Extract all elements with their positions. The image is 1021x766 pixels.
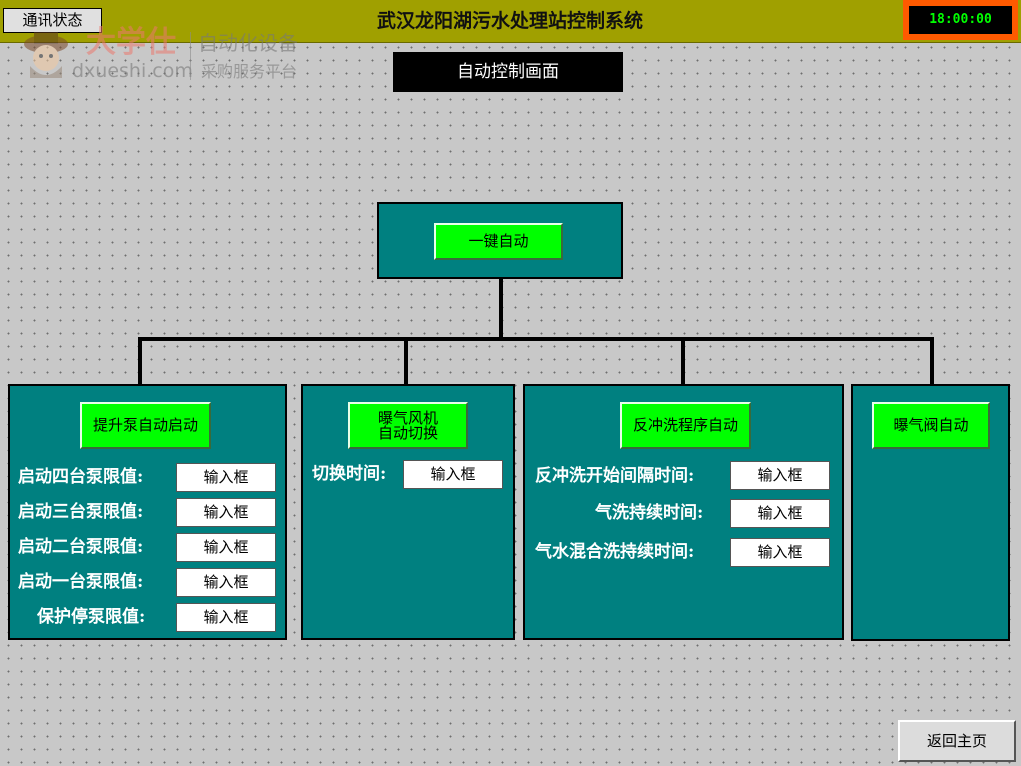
aeration-fan-panel: 曝气风机 自动切换 切换时间: 输入框 xyxy=(301,384,515,640)
lift-pump-label-4: 启动四台泵限值: xyxy=(18,467,144,487)
watermark-divider xyxy=(190,32,191,80)
connector-horizontal-bus xyxy=(138,337,934,341)
aeration-valve-panel: 曝气阀自动 xyxy=(851,384,1010,641)
aeration-fan-button-line2: 自动切换 xyxy=(377,423,438,442)
lift-pump-input-stop[interactable]: 输入框 xyxy=(176,603,276,632)
watermark-tag1: 自动化设备 xyxy=(198,31,298,55)
air-water-wash-duration-label: 气水混合洗持续时间: xyxy=(535,542,695,562)
watermark-logo xyxy=(24,32,68,78)
connector-drop-aeration-fan xyxy=(404,337,408,386)
connector-drop-aeration-valve xyxy=(930,337,934,386)
lift-pump-input-2[interactable]: 输入框 xyxy=(176,533,276,562)
air-wash-duration-input[interactable]: 输入框 xyxy=(730,499,830,528)
switch-time-label: 切换时间: xyxy=(312,464,387,484)
backwash-auto-button[interactable]: 反冲洗程序自动 xyxy=(620,402,751,449)
watermark-url: dxueshi.com xyxy=(72,60,193,82)
clock-frame: 18:00:00 xyxy=(903,0,1018,40)
connector-drop-backwash xyxy=(681,337,685,386)
lift-pump-label-1: 启动一台泵限值: xyxy=(18,572,144,592)
air-wash-duration-label: 气洗持续时间: xyxy=(595,503,704,523)
backwash-panel: 反冲洗程序自动 反冲洗开始间隔时间: 输入框 气洗持续时间: 输入框 气水混合洗… xyxy=(523,384,844,640)
lift-pump-input-1[interactable]: 输入框 xyxy=(176,568,276,597)
clock-display: 18:00:00 xyxy=(909,6,1012,34)
title-bar: 通讯状态 武汉龙阳湖污水处理站控制系统 18:00:00 xyxy=(0,0,1021,43)
aeration-fan-switch-button[interactable]: 曝气风机 自动切换 xyxy=(348,402,468,449)
lift-pump-label-stop: 保护停泵限值: xyxy=(37,607,146,627)
watermark-tag2: 采购服务平台 xyxy=(201,62,298,81)
lift-pump-auto-button[interactable]: 提升泵自动启动 xyxy=(80,402,211,449)
lift-pump-input-3[interactable]: 输入框 xyxy=(176,498,276,527)
aeration-fan-button-line1: 曝气风机 xyxy=(377,408,438,427)
one-key-panel: 一键自动 xyxy=(377,202,623,279)
watermark-brand: 大学仕 xyxy=(86,25,176,60)
screen-title: 自动控制画面 xyxy=(393,52,623,92)
air-water-wash-duration-input[interactable]: 输入框 xyxy=(730,538,830,567)
back-home-button[interactable]: 返回主页 xyxy=(898,720,1016,762)
connector-drop-lift-pump xyxy=(138,337,142,386)
backwash-interval-input[interactable]: 输入框 xyxy=(730,461,830,490)
switch-time-input[interactable]: 输入框 xyxy=(403,460,503,489)
lift-pump-label-3: 启动三台泵限值: xyxy=(18,502,144,522)
connector-vertical-main xyxy=(499,279,503,339)
one-key-auto-button[interactable]: 一键自动 xyxy=(434,223,563,260)
comm-status-button[interactable]: 通讯状态 xyxy=(3,8,102,33)
system-title: 武汉龙阳湖污水处理站控制系统 xyxy=(376,10,643,32)
aeration-valve-auto-button[interactable]: 曝气阀自动 xyxy=(872,402,990,449)
lift-pump-input-4[interactable]: 输入框 xyxy=(176,463,276,492)
lift-pump-label-2: 启动二台泵限值: xyxy=(18,537,144,557)
backwash-interval-label: 反冲洗开始间隔时间: xyxy=(535,466,695,486)
lift-pump-panel: 提升泵自动启动 启动四台泵限值: 输入框 启动三台泵限值: 输入框 启动二台泵限… xyxy=(8,384,287,640)
